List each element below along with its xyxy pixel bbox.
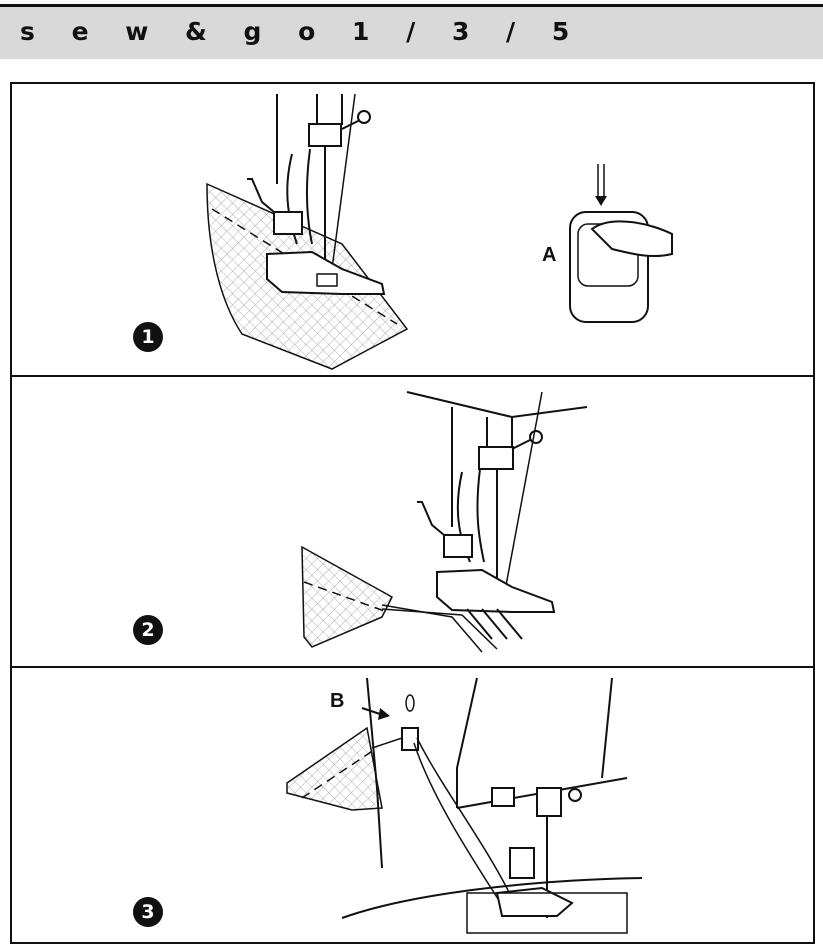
step-2-panel: 2 xyxy=(12,377,813,668)
step-1-panel: A 1 xyxy=(12,84,813,377)
callout-a: A xyxy=(542,244,557,266)
step-1-badge: 1 xyxy=(133,322,163,352)
page-title: s e w & g o 1 / 3 / 5 xyxy=(20,17,584,46)
callout-b: B xyxy=(330,690,345,712)
step-2-badge: 2 xyxy=(133,615,163,645)
header-rule xyxy=(0,4,823,7)
thread-cutter-illustration xyxy=(286,677,643,934)
page-header: s e w & g o 1 / 3 / 5 xyxy=(0,7,823,59)
step-3-badge: 3 xyxy=(133,897,163,927)
instruction-frame: A 1 xyxy=(10,82,815,944)
step-3-panel: B 3 xyxy=(12,668,813,942)
fabric-under-foot-illustration xyxy=(301,391,588,653)
presser-foot-down-illustration xyxy=(206,93,673,370)
